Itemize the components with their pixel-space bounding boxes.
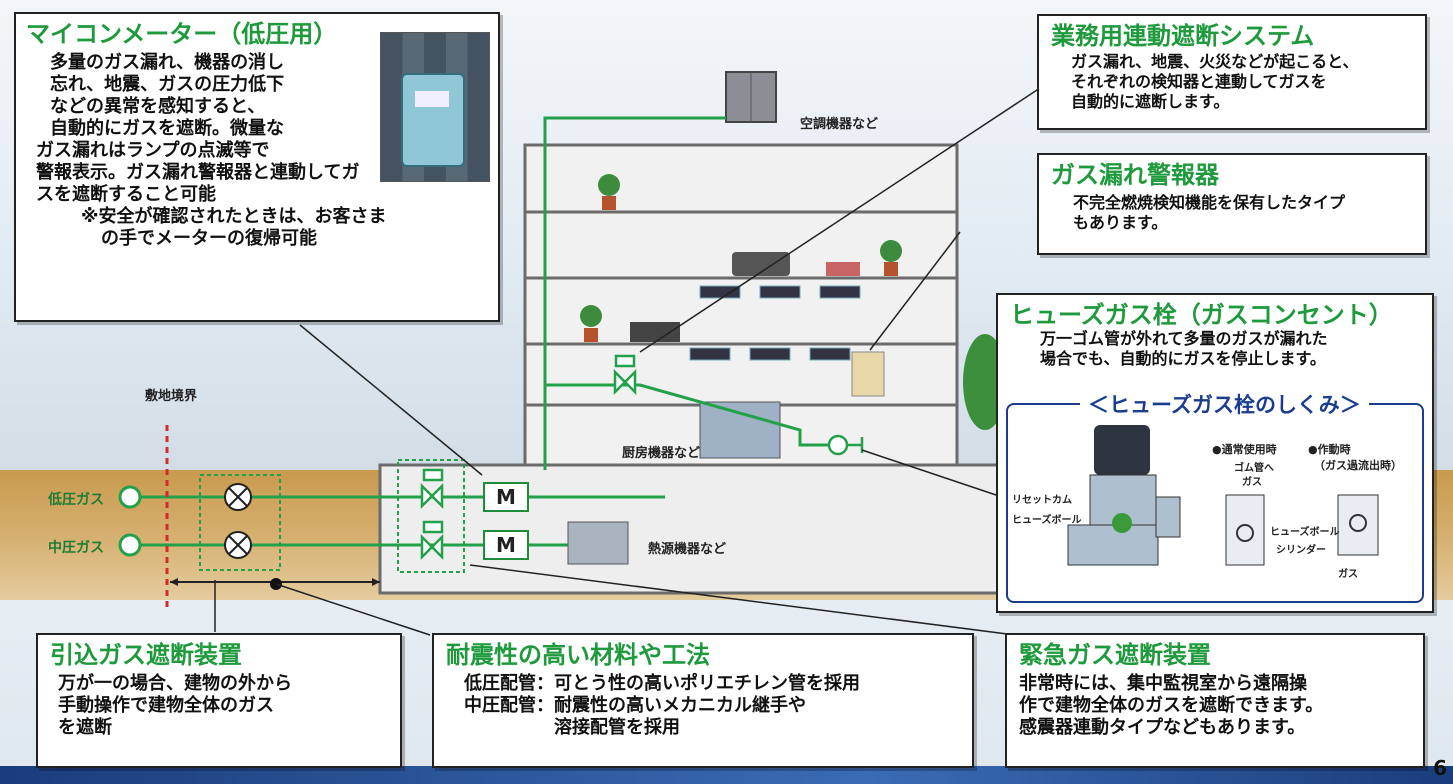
meter-photo <box>380 32 490 182</box>
system-callout: 業務用連動遮断システム ガス漏れ、地震、火災などが起こると、 それぞれの検知器と… <box>1037 14 1427 130</box>
desk <box>630 322 680 342</box>
building-base <box>378 463 1022 595</box>
meter-callout: マイコンメーター（低圧用） 多量のガス漏れ、機器の消し 忘れ、地震、ガスの圧力低… <box>14 12 500 322</box>
inlet-valve <box>224 483 252 511</box>
normal-use-drawing <box>1225 494 1265 566</box>
emergency-line: 作で建物全体のガスを遮断できます。 <box>1019 695 1324 716</box>
kitchen-equipment <box>699 401 781 459</box>
gas-label: ガス <box>1338 569 1358 580</box>
meter-line: などの異常を感知すると、 <box>50 96 266 117</box>
emergency-valve <box>420 468 444 510</box>
fuse-callout: ヒューズガス栓（ガスコンセント） 万一ゴム管が外れて多量のガスが漏れた 場合でも… <box>996 293 1434 613</box>
inlet-callout-title: 引込ガス遮断装置 <box>50 641 242 669</box>
kitchen-label: 厨房機器など <box>622 446 701 461</box>
inlet-valve-box <box>199 474 281 571</box>
inlet-valve <box>224 531 252 559</box>
system-line: ガス漏れ、地震、火災などが起こると、 <box>1071 52 1359 71</box>
alarm-line: 不完全燃焼検知機能を保有したタイプ <box>1073 193 1346 212</box>
fuse-cock-cap <box>1094 425 1150 475</box>
quake-line: 中圧配管：耐震性の高いメカニカル継手や <box>464 695 806 716</box>
meter-note: の手でメーターの復帰可能 <box>101 228 317 249</box>
pipe-riser <box>543 116 726 470</box>
gas-alarm-device <box>851 351 885 397</box>
floor-valve <box>613 354 637 396</box>
inlet-callout: 引込ガス遮断装置 万が一の場合、建物の外から 手動操作で建物全体のガス を遮断 <box>36 633 402 768</box>
gas-meter-low: M <box>483 482 529 512</box>
alarm-callout: ガス漏れ警報器 不完全燃焼検知機能を保有したタイプ もあります。 <box>1037 153 1427 255</box>
normal-use-label: ●通常使用時 <box>1212 443 1277 456</box>
bottom-bar <box>0 766 1453 784</box>
alarm-callout-title: ガス漏れ警報器 <box>1051 161 1219 189</box>
plant <box>598 174 620 210</box>
to-hose-gas-label: ガス <box>1242 477 1262 488</box>
quake-callout-title: 耐震性の高い材料や工法 <box>446 641 710 669</box>
plant <box>580 305 602 342</box>
meter-callout-title: マイコンメーター（低圧用） <box>26 20 338 48</box>
fuse-ball-label-left: ヒューズボール <box>1012 515 1082 526</box>
sofa <box>732 252 790 276</box>
quake-line: 低圧配管：可とう性の高いポリエチレン管を採用 <box>464 673 860 694</box>
meter-line: ガス漏れはランプの点滅等で <box>36 140 270 161</box>
to-hose-label: ゴム管へ <box>1234 463 1274 474</box>
fuse-line: 万一ゴム管が外れて多量のガスが漏れた <box>1040 329 1328 348</box>
plant <box>880 240 902 276</box>
meter-line: 自動的にガスを遮断。微量な <box>50 118 284 139</box>
inlet-line: を遮断 <box>58 717 112 738</box>
quake-line: 溶接配管を採用 <box>464 717 680 738</box>
emergency-callout: 緊急ガス遮断装置 非常時には、集中監視室から遠隔操 作で建物全体のガスを遮断でき… <box>1005 633 1425 768</box>
mid-pressure-inlet <box>118 533 142 557</box>
overflow-label: （ガス過流出時） <box>1314 459 1402 472</box>
operating-label: ●作動時 <box>1308 443 1351 456</box>
fuse-mechanism-drawing <box>1067 425 1379 566</box>
heat-source-label: 熱源機器など <box>648 542 727 557</box>
fuse-callout-title: ヒューズガス栓（ガスコンセント） <box>1010 301 1393 329</box>
emergency-line: 感震器連動タイプなどもあります。 <box>1019 717 1306 738</box>
emergency-valve-box <box>397 459 465 573</box>
fuse-ball-label-right: ヒューズボール <box>1270 527 1340 538</box>
meter-line: 警報表示。ガス漏れ警報器と連動してガ <box>36 162 360 183</box>
table <box>826 262 860 276</box>
gas-meter-mid: M <box>483 530 529 560</box>
boundary-label: 敷地境界 <box>145 389 198 404</box>
meter-note: ※安全が確認されたときは、お客さま <box>81 206 387 227</box>
fuse-line: 場合でも、自動的にガスを停止します。 <box>1040 349 1326 368</box>
ceiling-aircon-units <box>689 285 861 361</box>
fuse-mechanism-panel: ＜ヒューズガス栓のしくみ＞ リセットカム ヒューズボール ●通常使用時 ゴム管へ… <box>1006 389 1424 603</box>
emergency-valve <box>420 520 444 561</box>
operating-drawing <box>1337 494 1379 556</box>
system-line: 自動的に遮断します。 <box>1071 92 1230 111</box>
cylinder-label: シリンダー <box>1276 545 1326 556</box>
inlet-line: 万が一の場合、建物の外から <box>58 673 292 694</box>
low-pressure-label: 低圧ガス <box>48 492 104 508</box>
fuse-ball <box>1112 513 1132 533</box>
emergency-callout-title: 緊急ガス遮断装置 <box>1019 641 1211 669</box>
fuse-gas-cock-symbol <box>827 434 864 456</box>
aircon-label: 空調機器など <box>800 117 879 132</box>
fuse-mechanism-title: ＜ヒューズガス栓のしくみ＞ <box>1080 389 1369 419</box>
system-line: それぞれの検知器と連動してガスを <box>1071 72 1327 91</box>
meter-line: 多量のガス漏れ、機器の消し <box>50 52 285 73</box>
inlet-line: 手動操作で建物全体のガス <box>58 695 274 716</box>
page-number: 6 <box>1433 756 1447 780</box>
alarm-line: もあります。 <box>1073 213 1168 232</box>
mid-pressure-label: 中圧ガス <box>48 540 104 556</box>
heat-source-equipment <box>567 521 629 565</box>
meter-line: スを遮断すること可能 <box>36 184 216 205</box>
quake-callout: 耐震性の高い材料や工法 低圧配管：可とう性の高いポリエチレン管を採用 中圧配管：… <box>432 633 974 768</box>
reset-cam-label: リセットカム <box>1012 495 1072 506</box>
low-pressure-inlet <box>118 485 142 509</box>
meter-line: 忘れ、地震、ガスの圧力低下 <box>50 74 285 95</box>
system-callout-title: 業務用連動遮断システム <box>1051 22 1315 50</box>
emergency-line: 非常時には、集中監視室から遠隔操 <box>1019 673 1307 694</box>
